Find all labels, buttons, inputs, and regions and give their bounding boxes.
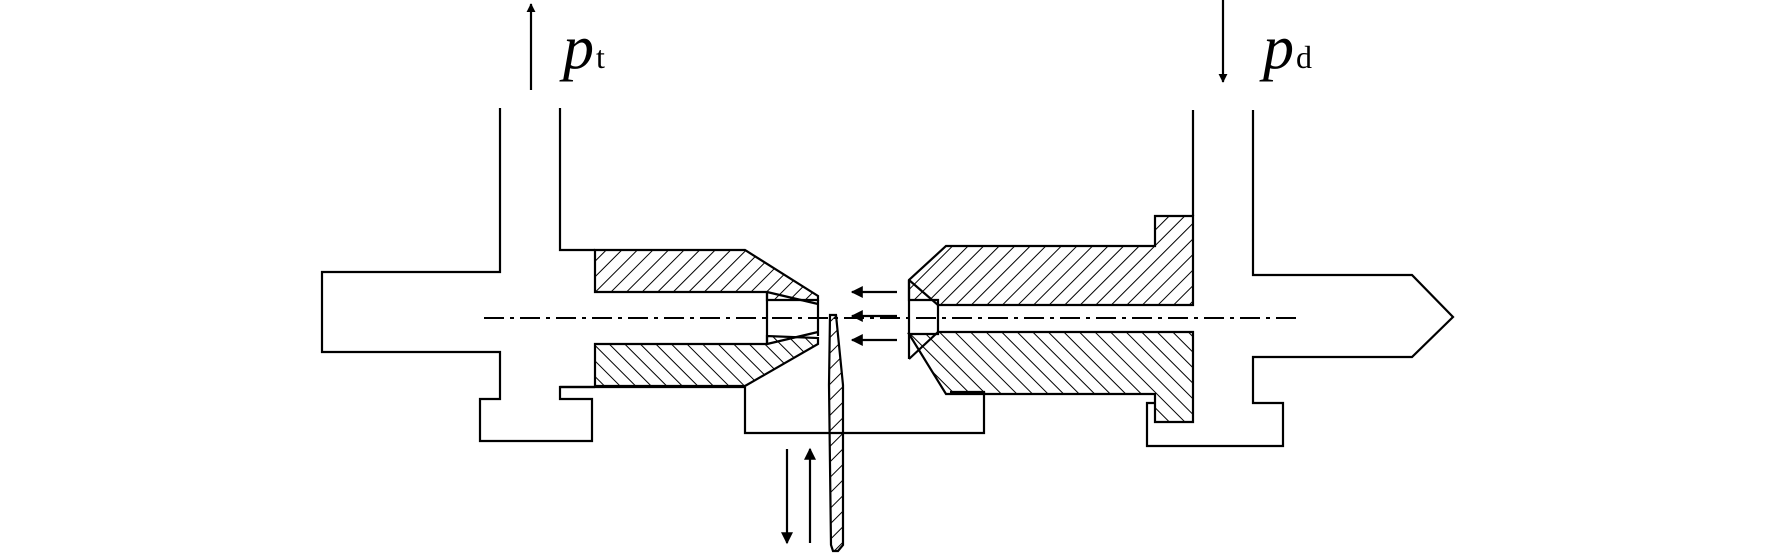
left-nozzle (593, 248, 820, 388)
flapper-motion-arrows (781, 447, 816, 545)
right-housing (1145, 110, 1455, 448)
jet-flow-arrows (850, 286, 897, 346)
flapper-plate (827, 313, 845, 553)
supply-pressure-label: pd (1259, 14, 1312, 82)
right-nozzle (907, 214, 1195, 424)
left-housing (320, 108, 745, 443)
outlet-pressure-label: pt (559, 14, 605, 82)
